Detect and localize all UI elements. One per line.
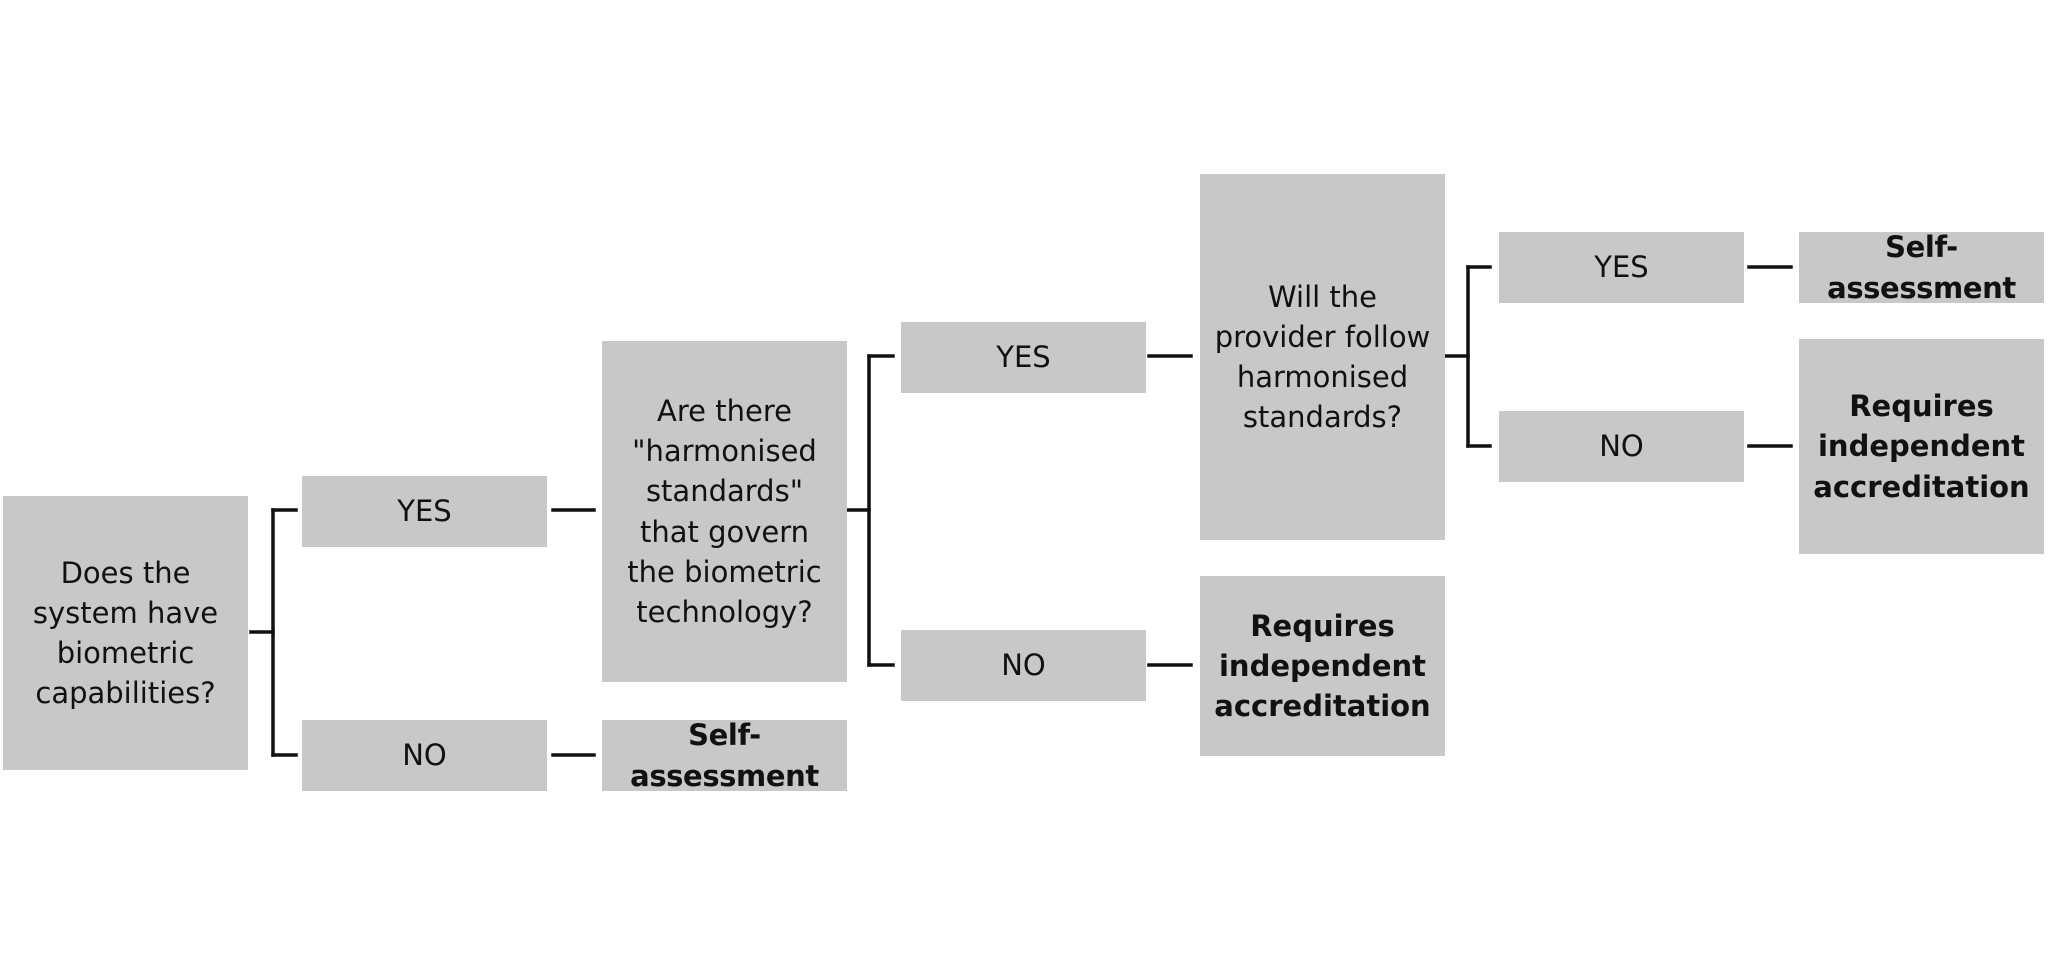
answer-q2-yes-label: YES bbox=[996, 340, 1051, 375]
answer-q1-no: NO bbox=[302, 720, 547, 791]
outcome-self-assessment-no-biometric: Self-assessment bbox=[602, 718, 847, 793]
outcome-independent-accreditation-no-standards: Requires independent accreditation bbox=[1200, 576, 1445, 756]
answer-q2-yes: YES bbox=[901, 322, 1146, 393]
answer-q1-no-label: NO bbox=[402, 738, 447, 773]
outcome-self-assessment-no-biometric-text: Self-assessment bbox=[630, 718, 819, 793]
answer-q2-no: NO bbox=[901, 630, 1146, 701]
question-provider-follows-standards-text: Will the provider follow harmonised stan… bbox=[1214, 279, 1431, 435]
outcome-self-assessment-follows-standards-text: Self-assessment bbox=[1827, 230, 2016, 305]
outcome-independent-accreditation-not-following-text: Requires independent accreditation bbox=[1813, 389, 2030, 504]
answer-q3-no-label: NO bbox=[1599, 429, 1644, 464]
answer-q3-no: NO bbox=[1499, 411, 1744, 482]
answer-q3-yes: YES bbox=[1499, 232, 1744, 303]
answer-q2-no-label: NO bbox=[1001, 648, 1046, 683]
answer-q3-yes-label: YES bbox=[1594, 250, 1649, 285]
outcome-independent-accreditation-not-following: Requires independent accreditation bbox=[1799, 339, 2044, 554]
question-harmonised-standards-exist: Are there "harmonised standards" that go… bbox=[602, 341, 847, 682]
answer-q1-yes-label: YES bbox=[397, 494, 452, 529]
question-biometric-capabilities-text: Does the system have biometric capabilit… bbox=[32, 555, 219, 711]
question-harmonised-standards-exist-text: Are there "harmonised standards" that go… bbox=[627, 394, 822, 629]
outcome-self-assessment-follows-standards: Self-assessment bbox=[1799, 230, 2044, 305]
outcome-independent-accreditation-no-standards-text: Requires independent accreditation bbox=[1214, 608, 1431, 723]
question-biometric-capabilities: Does the system have biometric capabilit… bbox=[3, 496, 248, 770]
answer-q1-yes: YES bbox=[302, 476, 547, 547]
question-provider-follows-standards: Will the provider follow harmonised stan… bbox=[1200, 174, 1445, 540]
